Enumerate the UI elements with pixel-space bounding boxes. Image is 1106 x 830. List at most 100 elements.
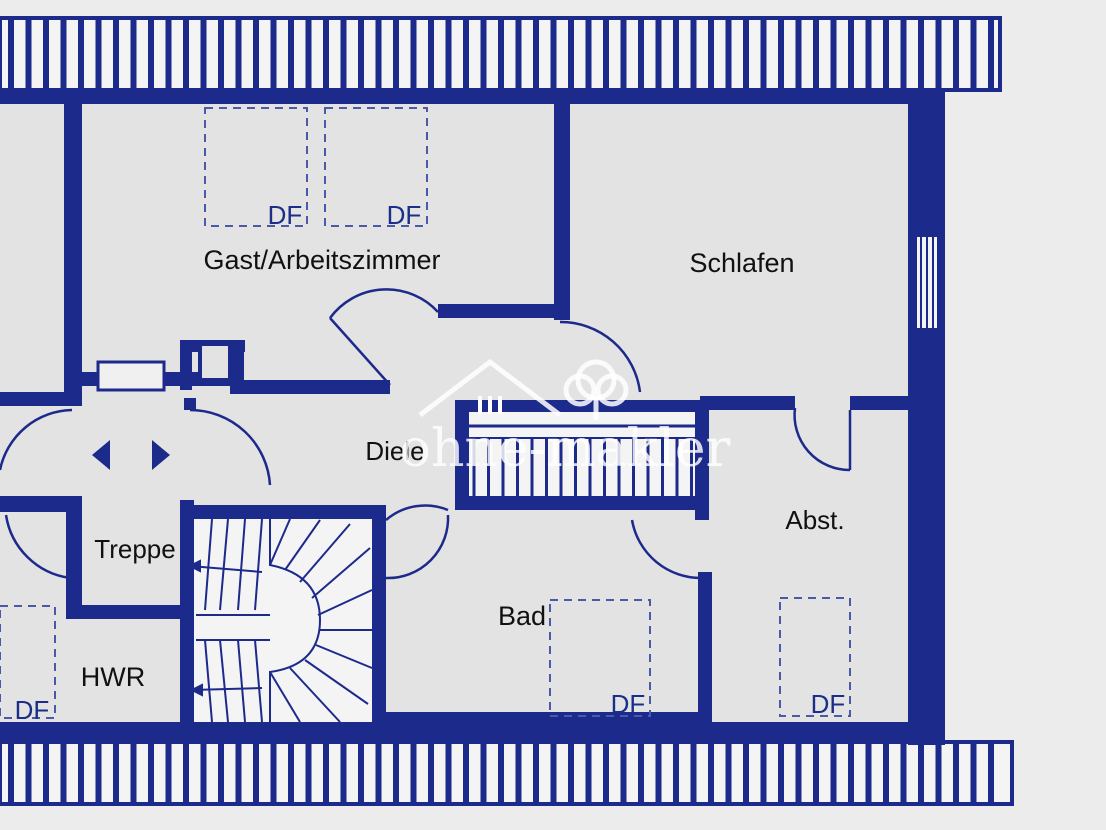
eave-slat xyxy=(550,20,557,88)
eave-slat xyxy=(305,20,312,88)
arrow-left-icon xyxy=(92,440,110,470)
eave-slat xyxy=(970,744,977,802)
eave-slat xyxy=(43,20,49,88)
eave-slat xyxy=(393,20,399,88)
eave-slat xyxy=(603,744,609,802)
eave-slat xyxy=(218,744,224,802)
eave-slat xyxy=(988,20,994,88)
eave-slat xyxy=(953,744,959,802)
room-label-bad: Bad xyxy=(498,601,546,631)
room-label-hwr: HWR xyxy=(81,662,145,692)
eave-slat xyxy=(795,20,802,88)
eave-slat xyxy=(498,20,504,88)
eave-slat xyxy=(830,744,837,802)
eave-slat xyxy=(865,744,872,802)
eave-slat xyxy=(235,20,242,88)
eave-slat xyxy=(25,744,32,802)
eave-slat xyxy=(218,20,224,88)
eave-slat xyxy=(60,744,67,802)
eave-slat xyxy=(253,744,259,802)
eave-slat xyxy=(778,744,784,802)
walls xyxy=(0,90,945,745)
eave-slat xyxy=(25,20,32,88)
eave-slat xyxy=(725,744,732,802)
eave-slat xyxy=(743,744,749,802)
eave-slat xyxy=(795,744,802,802)
eave-slat xyxy=(760,744,767,802)
roof-eave-bottom xyxy=(0,740,1014,806)
eave-slat xyxy=(445,744,452,802)
eave-slat xyxy=(165,744,172,802)
eave-slat xyxy=(8,20,14,88)
eave-slat xyxy=(568,744,574,802)
eave-slat xyxy=(778,20,784,88)
room-label-abst: Abst. xyxy=(785,505,844,535)
eave-slat xyxy=(340,744,347,802)
eave-slat xyxy=(200,20,207,88)
house-logo-icon xyxy=(418,358,629,420)
eave-slat xyxy=(270,20,277,88)
eave-slat xyxy=(305,744,312,802)
roof-eave-top xyxy=(0,16,1002,92)
eave-slat xyxy=(515,20,522,88)
eave-slat xyxy=(900,20,907,88)
winding-stairs xyxy=(187,518,373,723)
room-label-diele: Diele xyxy=(365,436,424,466)
eave-slat xyxy=(970,20,977,88)
eave-slat xyxy=(638,744,644,802)
eave-slat xyxy=(270,744,277,802)
eave-slat xyxy=(78,744,84,802)
radiator xyxy=(96,360,166,392)
eave-slat xyxy=(113,744,119,802)
eave-slat xyxy=(480,744,487,802)
eave-slat xyxy=(883,744,889,802)
eave-slat xyxy=(673,20,679,88)
eave-slat xyxy=(358,744,364,802)
watermark: ohne-makler xyxy=(400,358,731,479)
eave-slat xyxy=(498,744,504,802)
eave-slat xyxy=(463,744,469,802)
skylight-label-4: DF xyxy=(811,689,846,719)
eave-slat xyxy=(95,744,102,802)
stair-hole-railing xyxy=(469,412,695,496)
eave-slat xyxy=(43,744,49,802)
watermark-text: ohne-makler xyxy=(400,419,731,479)
window-right xyxy=(920,237,934,328)
eave-slat xyxy=(620,744,627,802)
eave-slat xyxy=(253,20,259,88)
eave-slat xyxy=(533,744,539,802)
eave-slat xyxy=(830,20,837,88)
eave-slat xyxy=(323,744,329,802)
eave-slat xyxy=(428,20,434,88)
eave-slat xyxy=(988,744,994,802)
eave-slat xyxy=(95,20,102,88)
eave-slat xyxy=(935,20,942,88)
eave-slat xyxy=(725,20,732,88)
eave-slat xyxy=(813,744,819,802)
eave-slat xyxy=(673,744,679,802)
eave-slat xyxy=(515,744,522,802)
eave-slat xyxy=(148,744,154,802)
eave-slat xyxy=(323,20,329,88)
eave-slat xyxy=(900,744,907,802)
eave-slat xyxy=(358,20,364,88)
eave-slat xyxy=(375,744,382,802)
skylight-label-2: DF xyxy=(387,200,422,230)
eave-slat xyxy=(130,744,137,802)
eave-slat xyxy=(918,20,924,88)
eave-slat xyxy=(393,744,399,802)
skylight-label-5: DF xyxy=(15,695,50,725)
eave-slat xyxy=(708,744,714,802)
eave-slat xyxy=(533,20,539,88)
eave-slat xyxy=(410,20,417,88)
eave-slat xyxy=(883,20,889,88)
eave-slat xyxy=(480,20,487,88)
eave-slat xyxy=(375,20,382,88)
eave-slat xyxy=(550,744,557,802)
eave-slat xyxy=(288,20,294,88)
eave-slat xyxy=(113,20,119,88)
eave-slat xyxy=(865,20,872,88)
eave-slat xyxy=(568,20,574,88)
eave-slat xyxy=(918,744,924,802)
eave-slat xyxy=(165,20,172,88)
